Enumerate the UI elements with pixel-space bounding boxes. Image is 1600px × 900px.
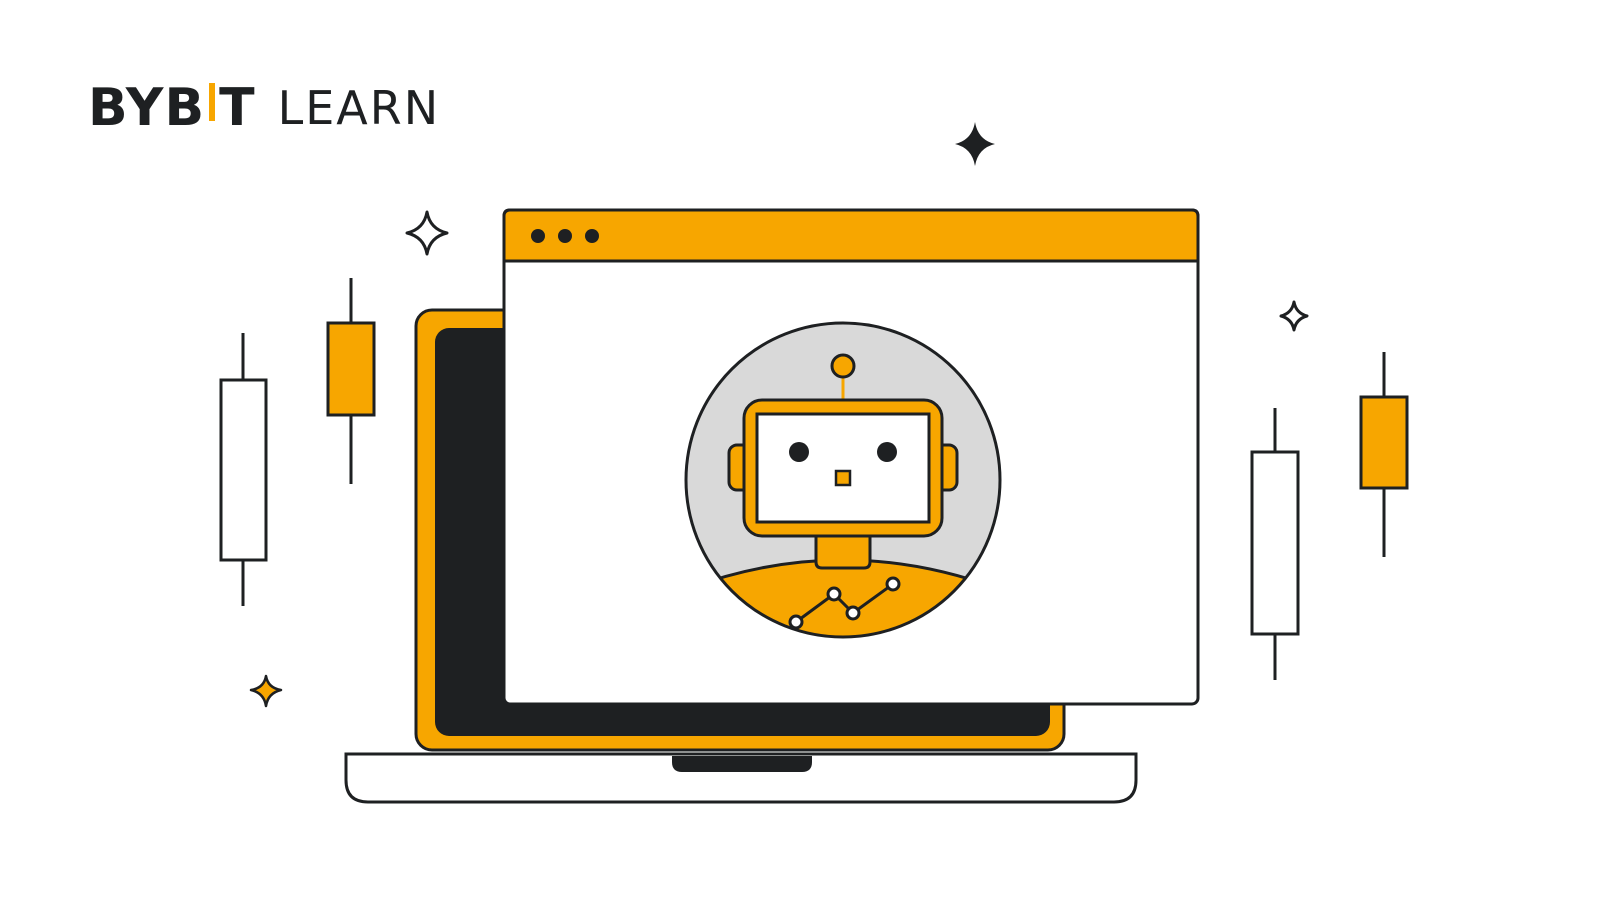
sparkle-icon bbox=[1279, 300, 1309, 332]
brand-name-part2: T bbox=[219, 78, 256, 138]
brand-name-part1: BYB bbox=[88, 78, 206, 138]
candlestick-icon bbox=[1250, 408, 1300, 680]
candlestick-icon bbox=[1359, 352, 1409, 557]
robot-icon bbox=[684, 321, 1002, 639]
bybit-learn-logo: BYB T LEARN bbox=[88, 78, 440, 138]
sparkle-icon bbox=[955, 122, 995, 166]
candlestick-icon bbox=[219, 333, 268, 606]
sparkle-icon bbox=[249, 674, 283, 708]
sparkle-icon bbox=[405, 210, 449, 256]
brand-i-bar bbox=[209, 83, 216, 121]
learn-label: LEARN bbox=[277, 81, 441, 135]
candlestick-icon bbox=[326, 278, 376, 484]
